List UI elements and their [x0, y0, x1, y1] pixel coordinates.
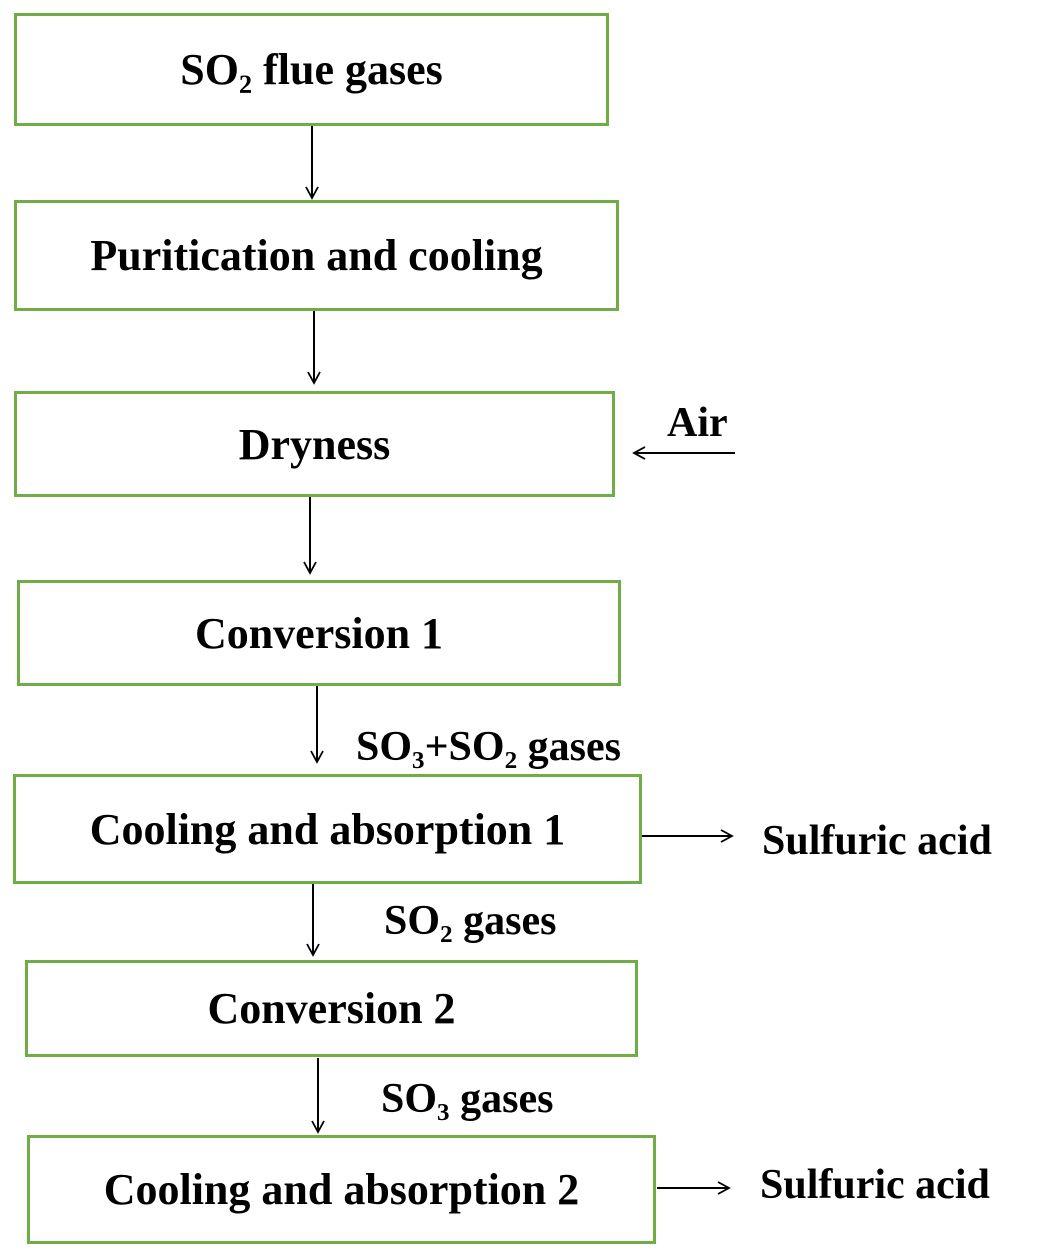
- step-cooling-absorption-2: Cooling and absorption 2: [27, 1135, 656, 1244]
- step-dryness: Dryness: [14, 391, 615, 497]
- step-label: SO₂ flue gases: [180, 45, 443, 94]
- flow-label-so3: SO₃ gases: [381, 1076, 554, 1122]
- step-so2-flue-gases: SO₂ flue gases: [14, 13, 609, 126]
- step-conversion-1: Conversion 1: [17, 580, 621, 686]
- step-cooling-absorption-1: Cooling and absorption 1: [13, 774, 642, 884]
- step-conversion-2: Conversion 2: [25, 960, 638, 1057]
- step-label: Conversion 1: [194, 608, 444, 658]
- step-label: Conversion 2: [207, 984, 456, 1033]
- step-label: Dryness: [238, 419, 391, 469]
- step-label: Cooling and absorption 2: [103, 1165, 580, 1214]
- step-purification-cooling: Puritication and cooling: [14, 200, 619, 311]
- flow-label-so3-so2: SO₃+SO₂ gases: [356, 724, 622, 770]
- step-label: Puritication and cooling: [90, 231, 543, 280]
- air-input-label: Air: [667, 400, 728, 446]
- step-label: Cooling and absorption 1: [89, 804, 566, 854]
- flow-label-so2: SO₂ gases: [384, 898, 557, 944]
- product-sulfuric-acid-1: Sulfuric acid: [762, 818, 992, 864]
- product-sulfuric-acid-2: Sulfuric acid: [760, 1162, 990, 1208]
